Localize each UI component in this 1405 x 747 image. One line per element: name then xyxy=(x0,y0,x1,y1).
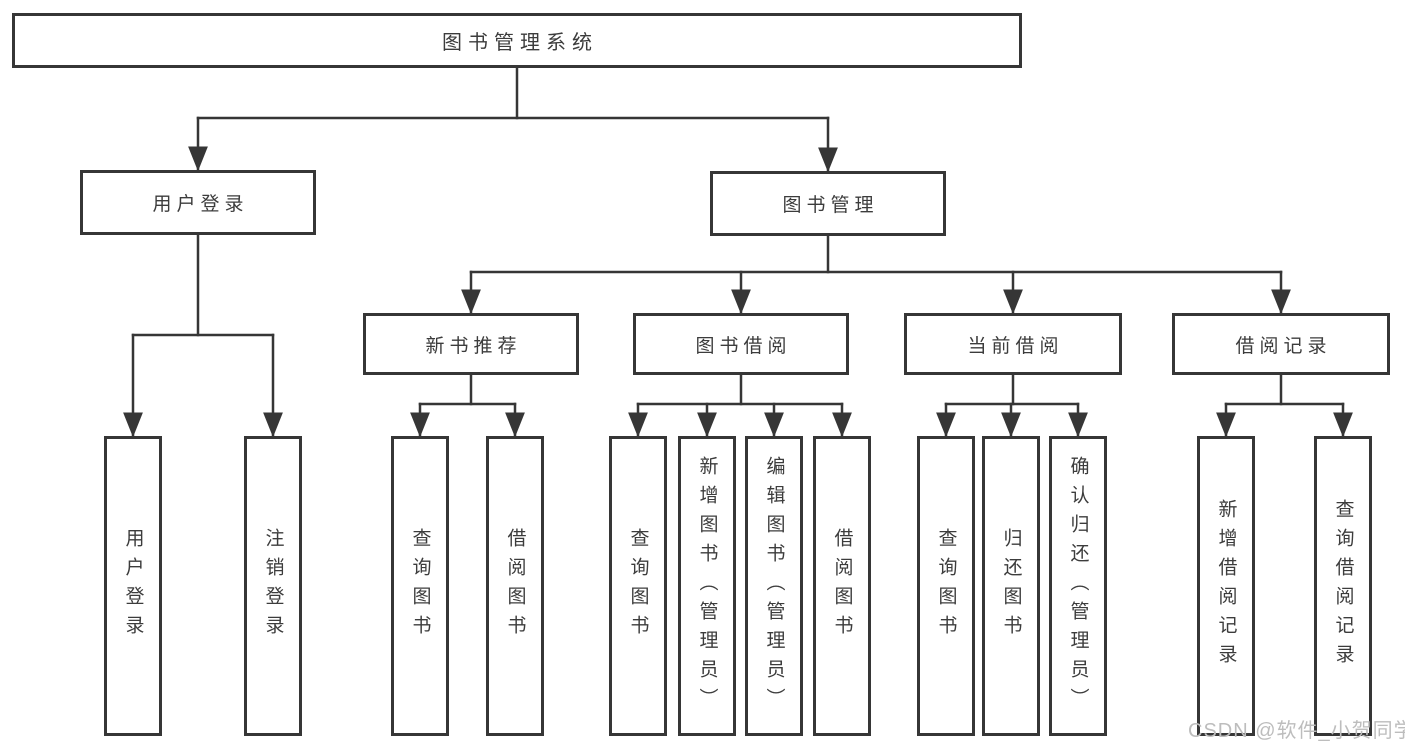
leaf-records-query-record-label: 查询借阅记录 xyxy=(1332,499,1354,673)
node-root-label: 图书管理系统 xyxy=(442,32,598,54)
leaf-logout-label: 注销登录 xyxy=(262,528,284,644)
leaf-user-login: 用户登录 xyxy=(104,436,162,736)
leaf-records-query-record: 查询借阅记录 xyxy=(1314,436,1372,736)
node-book-management-label: 图书管理 xyxy=(782,195,879,216)
node-current-borrowing-label: 当前借阅 xyxy=(967,335,1064,357)
leaf-current-return-books: 归还图书 xyxy=(982,436,1040,736)
leaf-borrowing-borrow-books-label: 借阅图书 xyxy=(831,528,853,644)
leaf-current-confirm-return-admin-label: 确认归还（管理员） xyxy=(1067,455,1089,717)
leaf-current-confirm-return-admin: 确认归还（管理员） xyxy=(1049,436,1107,736)
node-current-borrowing: 当前借阅 xyxy=(904,313,1122,375)
csdn-watermark: CSDN @软件_小贺同学 xyxy=(1188,720,1405,742)
leaf-borrowing-edit-books-admin-label: 编辑图书（管理员） xyxy=(763,455,785,717)
leaf-newbooks-query-books-label: 查询图书 xyxy=(409,528,431,644)
leaf-borrowing-edit-books-admin: 编辑图书（管理员） xyxy=(745,436,803,736)
node-user-login-label: 用户登录 xyxy=(152,194,249,215)
leaf-user-login-label: 用户登录 xyxy=(122,528,144,644)
leaf-logout: 注销登录 xyxy=(244,436,302,736)
node-book-borrowing-label: 图书借阅 xyxy=(695,335,792,357)
leaf-newbooks-borrow-books: 借阅图书 xyxy=(486,436,544,736)
leaf-current-query-books-label: 查询图书 xyxy=(935,528,957,644)
leaf-borrowing-query-books: 查询图书 xyxy=(609,436,667,736)
node-new-book-recommend-label: 新书推荐 xyxy=(425,335,522,357)
node-borrowing-records-label: 借阅记录 xyxy=(1235,335,1332,357)
node-borrowing-records: 借阅记录 xyxy=(1172,313,1390,375)
leaf-current-return-books-label: 归还图书 xyxy=(1000,528,1022,644)
leaf-borrowing-add-books-admin: 新增图书（管理员） xyxy=(678,436,736,736)
leaf-borrowing-query-books-label: 查询图书 xyxy=(627,528,649,644)
leaf-records-add-record-label: 新增借阅记录 xyxy=(1215,499,1237,673)
leaf-records-add-record: 新增借阅记录 xyxy=(1197,436,1255,736)
leaf-borrowing-add-books-admin-label: 新增图书（管理员） xyxy=(696,455,718,717)
leaf-borrowing-borrow-books: 借阅图书 xyxy=(813,436,871,736)
leaf-current-query-books: 查询图书 xyxy=(917,436,975,736)
node-new-book-recommend: 新书推荐 xyxy=(363,313,579,375)
leaf-newbooks-query-books: 查询图书 xyxy=(391,436,449,736)
leaf-newbooks-borrow-books-label: 借阅图书 xyxy=(504,528,526,644)
node-root: 图书管理系统 xyxy=(12,13,1022,68)
node-book-borrowing: 图书借阅 xyxy=(633,313,849,375)
node-book-management: 图书管理 xyxy=(710,171,946,236)
node-user-login: 用户登录 xyxy=(80,170,316,235)
